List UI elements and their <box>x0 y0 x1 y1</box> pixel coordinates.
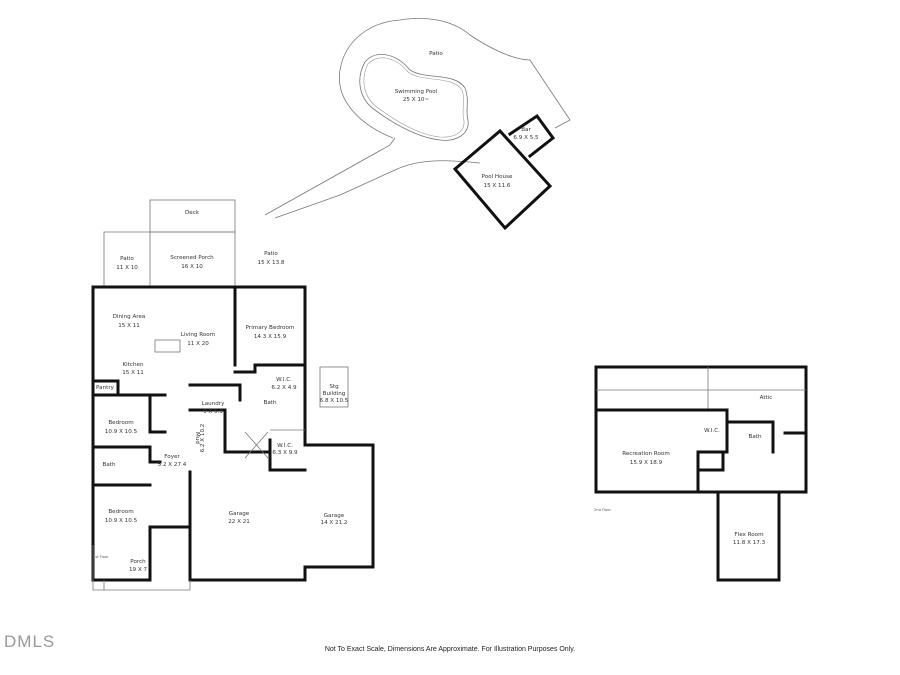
label-bedroom1: Bedroom <box>108 420 133 426</box>
label-garage2: Garage <box>324 513 345 519</box>
label-1st-floor: 1st Floor <box>93 555 109 559</box>
label-bath: Bath <box>102 462 115 468</box>
pool-house <box>452 128 553 231</box>
room-labels: Patio Swimming Pool 25 X 10~ Bar 6.9 X 5… <box>93 51 772 573</box>
dmls-logo: DMLS <box>4 632 56 651</box>
dims-laundry: 9 X 5.3 <box>203 409 223 415</box>
label-laundry: Laundry <box>202 401 225 407</box>
label-pool-house: Pool House <box>482 174 513 180</box>
label-wic2: W.I.C. <box>277 443 293 449</box>
label-dining: Dining Area <box>113 314 146 320</box>
label-attic: Attic <box>760 395 773 401</box>
label-kitchen: Kitchen <box>122 362 143 368</box>
dims-stg: 6.8 X 10.5 <box>320 398 349 404</box>
label-building: Building <box>323 391 346 397</box>
label-bath-2f: Bath <box>748 434 761 440</box>
label-patio-left: Patio <box>120 256 134 262</box>
dims-wic2: 6.3 X 9.9 <box>272 450 298 456</box>
disclaimer: Not To Exact Scale, Dimensions Are Appro… <box>324 646 576 653</box>
label-foyer: Foyer <box>164 454 180 460</box>
dims-primary: 14.3 X 15.9 <box>254 334 287 340</box>
label-wic-2f: W.I.C. <box>704 428 720 434</box>
swimming-pool <box>359 54 469 141</box>
label-bedroom2: Bedroom <box>108 509 133 515</box>
dims-pool-house: 15 X 11.6 <box>484 183 511 189</box>
label-flex: Flex Room <box>734 532 763 538</box>
second-floor-walls <box>594 365 808 582</box>
outdoor-area <box>103 17 571 408</box>
label-patio-top: Patio <box>429 51 443 57</box>
dims-garage2: 14 X 21.2 <box>321 520 348 526</box>
label-mud: Mud <box>194 432 200 444</box>
label-pantry: Pantry <box>96 385 115 391</box>
label-patio-right: Patio <box>264 251 278 257</box>
label-stg: Stg <box>329 384 339 390</box>
label-primary-bath: Bath <box>263 400 276 406</box>
label-living: Living Room <box>181 332 215 338</box>
dims-garage1: 22 X 21 <box>228 519 250 525</box>
dims-bedroom1: 10.9 X 10.5 <box>105 429 138 435</box>
dims-porch: 19 X 7 <box>129 567 148 573</box>
dims-pool: 25 X 10~ <box>403 97 430 103</box>
label-bar: Bar <box>521 127 531 133</box>
dims-flex: 11.8 X 17.3 <box>733 540 766 546</box>
label-2nd-floor: 2nd Floor <box>594 508 611 512</box>
label-deck: Deck <box>185 210 200 216</box>
label-wic1: W.I.C. <box>276 377 292 383</box>
dims-recreation: 15.9 X 18.9 <box>630 460 663 466</box>
stg-building <box>319 366 349 408</box>
dims-living: 11 X 20 <box>187 341 209 347</box>
dims-patio-right: 15 X 13.8 <box>258 260 285 266</box>
dims-bedroom2: 10.9 X 10.5 <box>105 518 138 524</box>
dims-patio-left: 11 X 10 <box>116 265 138 271</box>
label-screened-porch: Screened Porch <box>170 255 214 261</box>
first-floor-walls <box>91 285 375 591</box>
label-porch: Porch <box>130 559 146 565</box>
deck <box>149 199 236 233</box>
dims-kitchen: 15 X 11 <box>122 370 144 376</box>
label-primary: Primary Bedroom <box>246 325 295 331</box>
dims-wic1: 6.2 X 4.9 <box>271 385 297 391</box>
label-recreation: Recreation Room <box>622 451 670 457</box>
dims-foyer: 5.2 X 27.4 <box>158 462 187 468</box>
dims-bar: 6.9 X 5.5 <box>513 135 539 141</box>
label-garage1: Garage <box>229 511 250 517</box>
dims-mud: 6.2 X 10.2 <box>200 424 206 453</box>
label-pool: Swimming Pool <box>395 89 438 95</box>
dims-dining: 15 X 11 <box>118 323 140 329</box>
dims-screened-porch: 16 X 10 <box>181 264 203 270</box>
